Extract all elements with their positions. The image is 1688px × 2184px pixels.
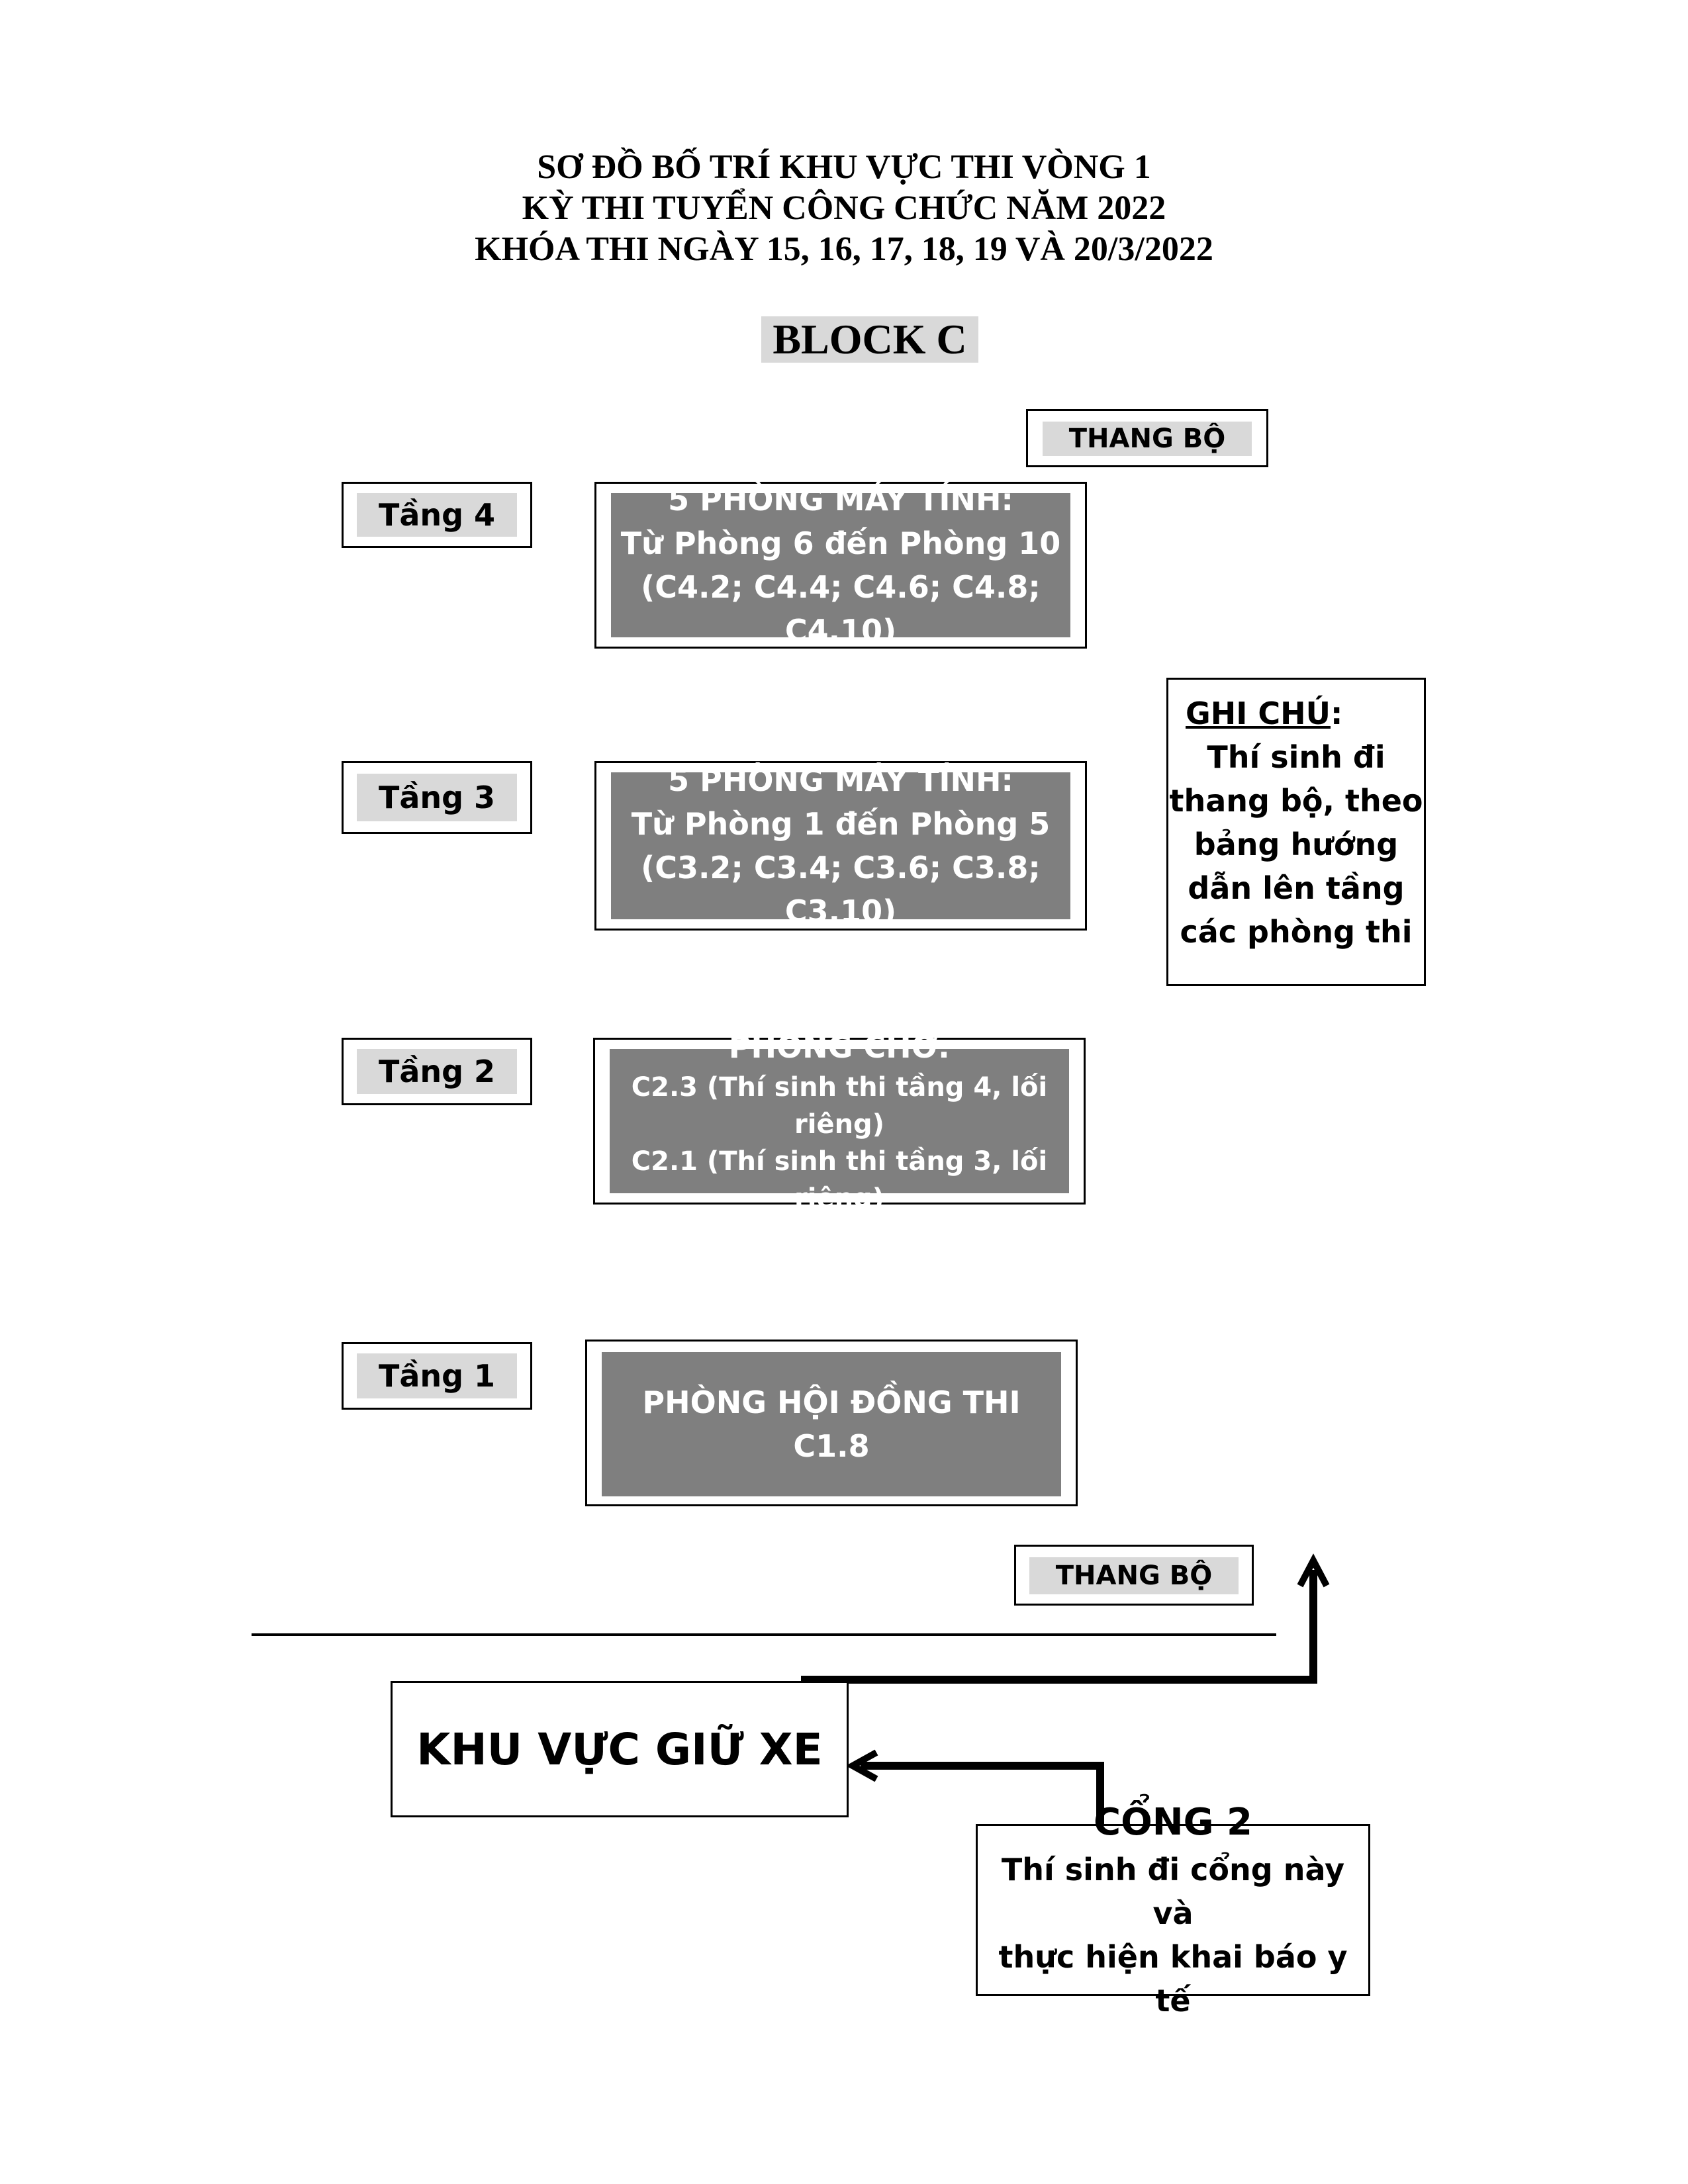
block-label: BLOCK C: [761, 316, 978, 363]
note-line-1: Thí sinh đi: [1207, 739, 1385, 775]
floor-2-line-2: C2.3 (Thí sinh thi tầng 4, lối riêng): [631, 1072, 1048, 1140]
floor-label-4: Tầng 4: [357, 493, 517, 537]
floor-4-line-3: (C4.2; C4.4; C4.6; C4.8; C4.10): [641, 569, 1041, 649]
stairs-top-box: THANG BỘ: [1026, 409, 1268, 467]
floor-label-box-1: Tầng 1: [342, 1342, 532, 1410]
floor-4-rooms: 5 PHÒNG MÁY TÍNH: Từ Phòng 6 đến Phòng 1…: [611, 482, 1070, 649]
note-line-4: dẫn lên tầng: [1188, 870, 1405, 906]
path-to-parking: [861, 1762, 1104, 1824]
title-line-3: KHÓA THI NGÀY 15, 16, 17, 18, 19 VÀ 20/3…: [475, 230, 1213, 268]
floor-4-room-box: 5 PHÒNG MÁY TÍNH: Từ Phòng 6 đến Phòng 1…: [594, 482, 1087, 649]
floor-label-box-2: Tầng 2: [342, 1038, 532, 1105]
floor-1-line-2: C1.8: [793, 1428, 870, 1464]
floor-3-line-1: 5 PHÒNG MÁY TÍNH:: [668, 762, 1013, 798]
stairs-top-label: THANG BỘ: [1043, 422, 1252, 456]
gate-title: CỔNG 2: [1094, 1801, 1252, 1844]
note-line-5: các phòng thi: [1180, 914, 1413, 950]
floor-label-box-3: Tầng 3: [342, 761, 532, 834]
floor-4-line-1: 5 PHÒNG MÁY TÍNH:: [668, 482, 1013, 518]
floor-3-room-box: 5 PHÒNG MÁY TÍNH: Từ Phòng 1 đến Phòng 5…: [594, 761, 1087, 931]
floor-2-rooms: PHÒNG CHỜ: C2.3 (Thí sinh thi tầng 4, lố…: [610, 1029, 1069, 1214]
floor-label-3: Tầng 3: [357, 774, 517, 821]
path-to-stairs: [801, 1570, 1317, 1684]
floor-label-box-4: Tầng 4: [342, 482, 532, 548]
floor-2-room-box: PHÒNG CHỜ: C2.3 (Thí sinh thi tầng 4, lố…: [593, 1029, 1086, 1214]
floor-1-room-box: PHÒNG HỘI ĐỒNG THI C1.8: [585, 1340, 1078, 1506]
floor-1-rooms: PHÒNG HỘI ĐỒNG THI C1.8: [602, 1352, 1061, 1496]
gate-2-box: CỔNG 2 Thí sinh đi cổng này và thực hiện…: [976, 1801, 1370, 2019]
stairs-bottom-label: THANG BỘ: [1029, 1557, 1239, 1594]
floor-3-line-3: (C3.2; C3.4; C3.6; C3.8; C3.10): [641, 850, 1041, 929]
title-line-1: SƠ ĐỒ BỐ TRÍ KHU VỰC THI VÒNG 1: [537, 148, 1151, 186]
floor-label-2: Tầng 2: [357, 1049, 517, 1094]
stairs-bottom-box: THANG BỘ: [1014, 1545, 1254, 1606]
floor-2-line-3: C2.1 (Thí sinh thi tầng 3, lối riêng): [631, 1146, 1048, 1214]
note-box: GHI CHÚ: Thí sinh đi thang bộ, theo bảng…: [1166, 678, 1426, 986]
title-line-2: KỲ THI TUYỂN CÔNG CHỨC NĂM 2022: [522, 189, 1166, 227]
arrow-left-head: [845, 1749, 878, 1782]
floor-4-line-2: Từ Phòng 6 đến Phòng 10: [620, 525, 1061, 561]
parking-area-box: KHU VỰC GIỮ XE: [391, 1681, 849, 1817]
gate-line-1: Thí sinh đi cổng này và: [1001, 1852, 1345, 1931]
floor-3-line-2: Từ Phòng 1 đến Phòng 5: [631, 806, 1051, 842]
floor-label-1: Tầng 1: [357, 1353, 517, 1398]
floor-2-line-1: PHÒNG CHỜ:: [728, 1029, 951, 1065]
gate-line-2: thực hiện khai báo y tế: [998, 1939, 1348, 2019]
floor-1-line-1: PHÒNG HỘI ĐỒNG THI: [642, 1385, 1021, 1420]
arrow-up-head: [1297, 1553, 1330, 1588]
note-line-2: thang bộ, theo: [1169, 783, 1423, 819]
note-heading: GHI CHÚ:: [1186, 696, 1343, 731]
floor-3-rooms: 5 PHÒNG MÁY TÍNH: Từ Phòng 1 đến Phòng 5…: [611, 762, 1070, 929]
note-line-3: bảng hướng: [1194, 827, 1399, 862]
